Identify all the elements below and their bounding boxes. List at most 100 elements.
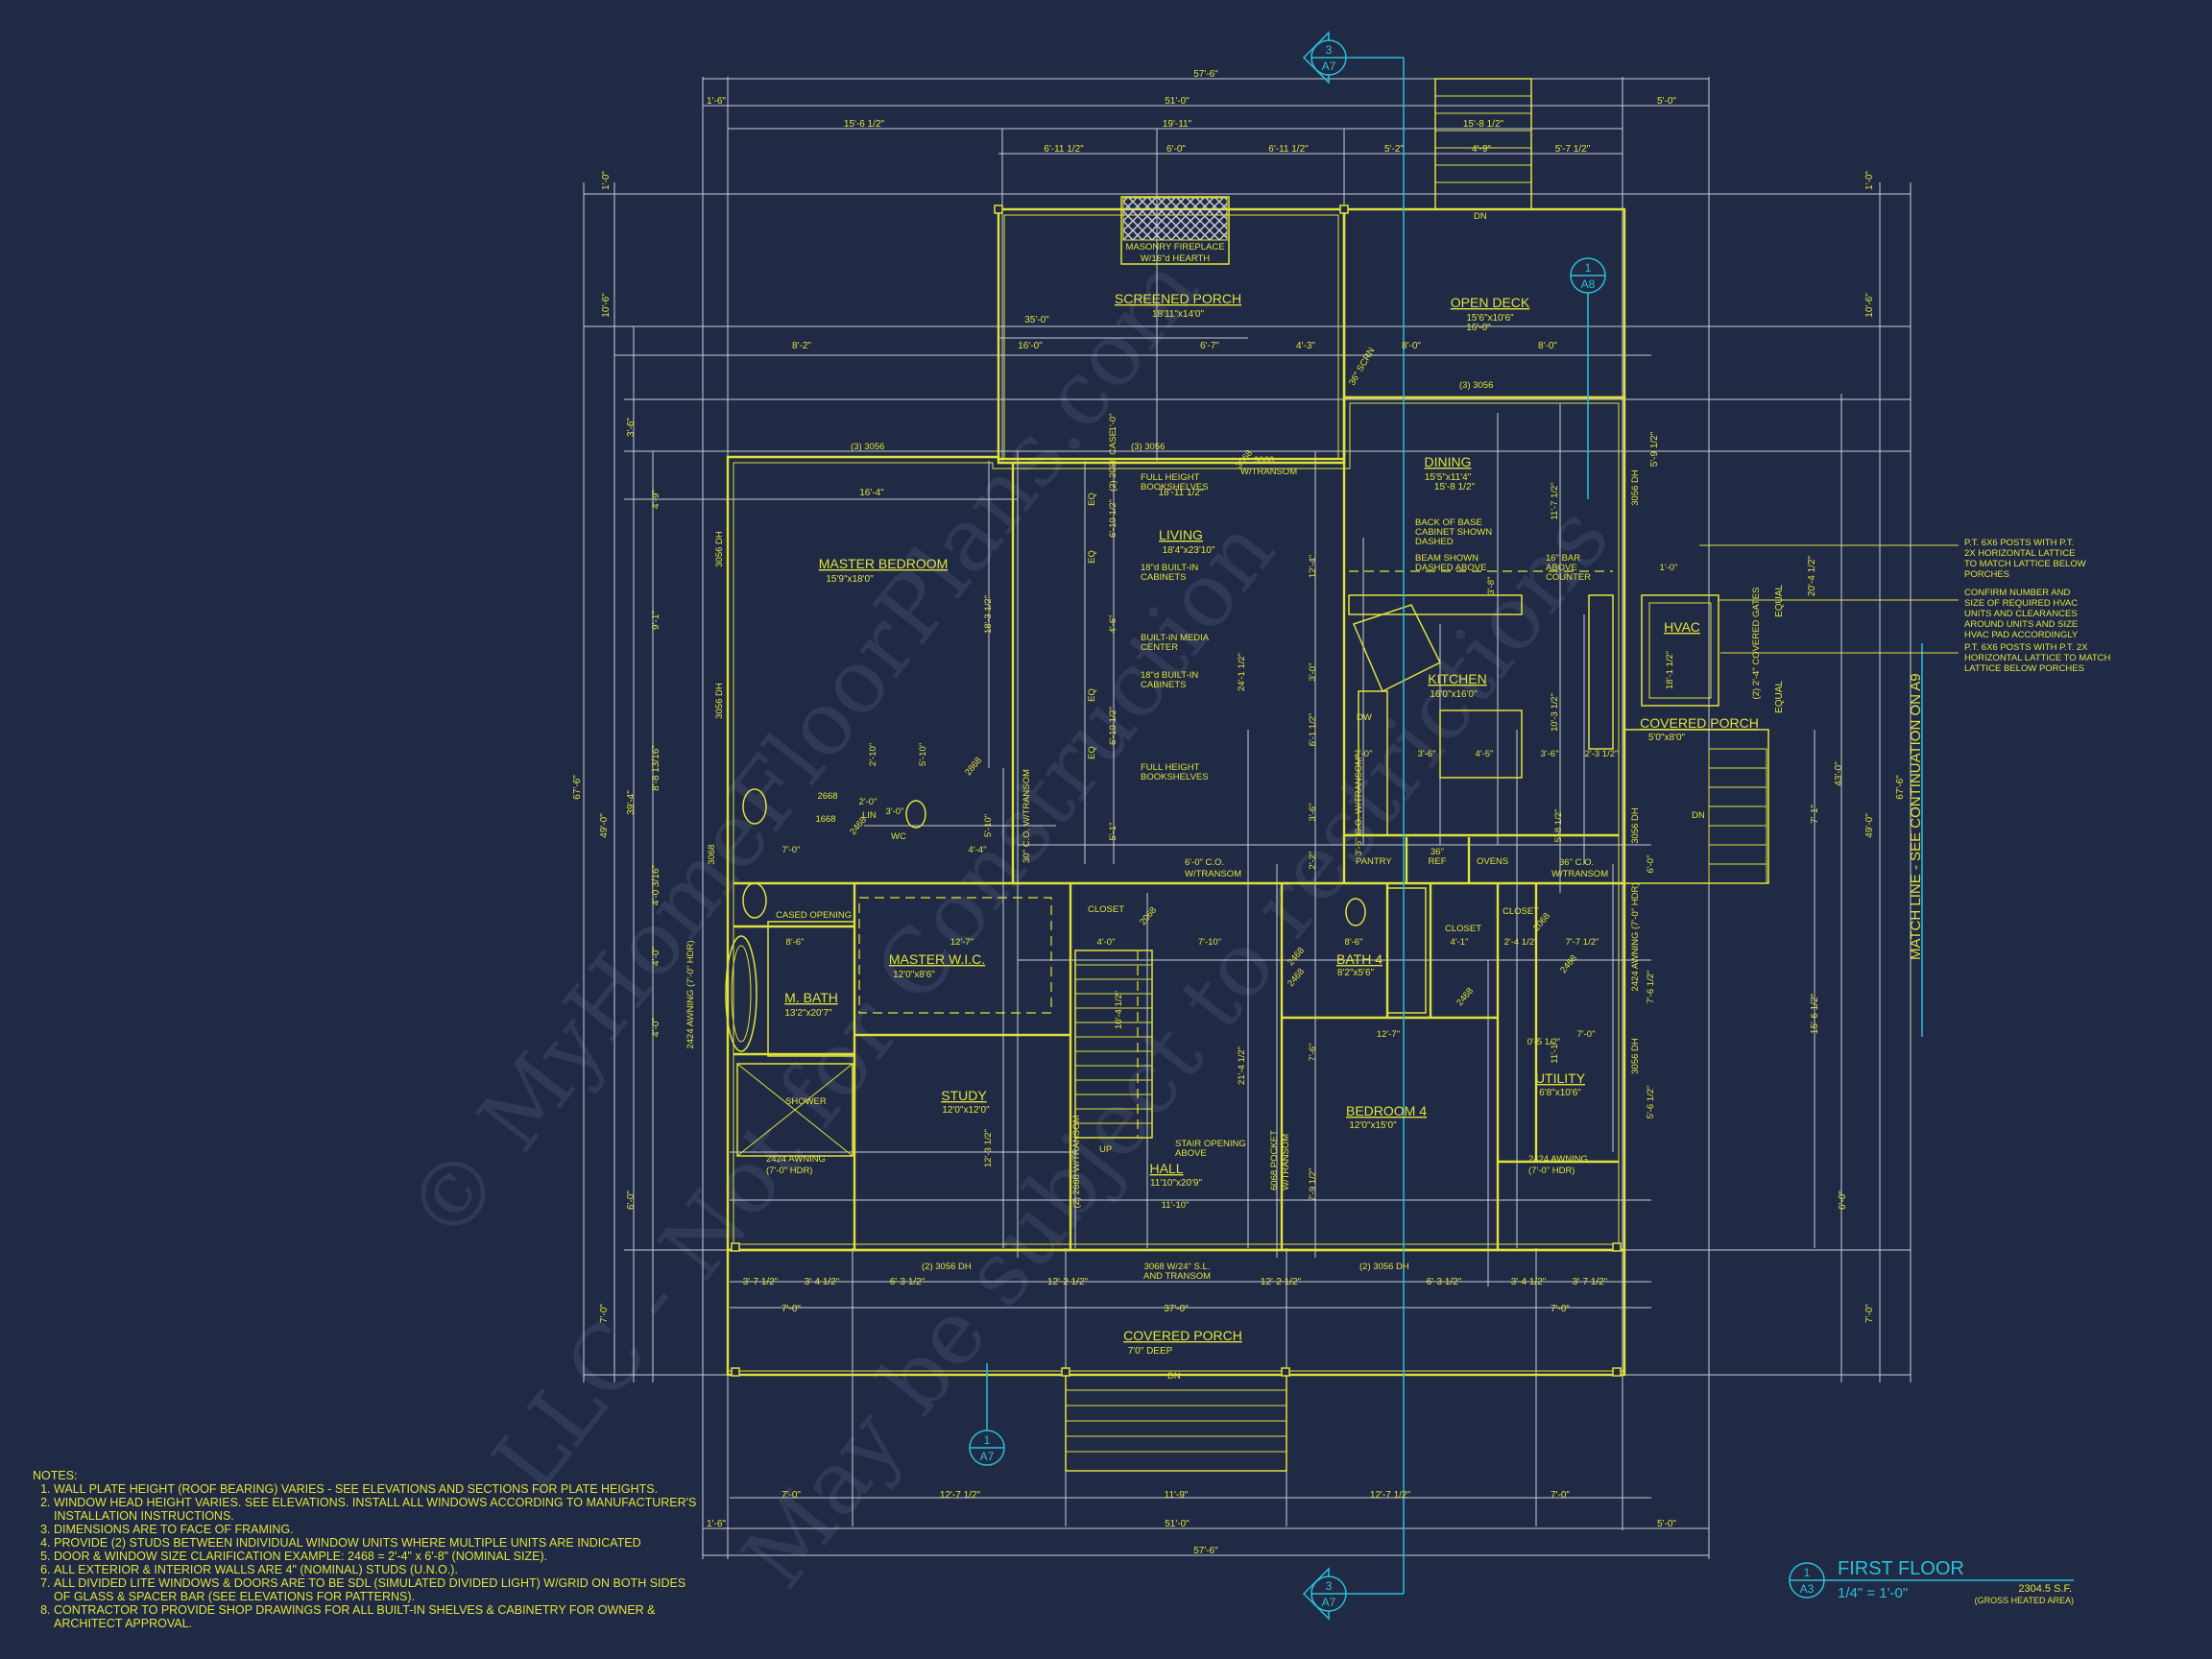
dim-top-3: 5'-0": [1657, 96, 1676, 107]
label-awning-right: 2424 AWNING: [1528, 1154, 1588, 1165]
dim-right-6: 49'-0": [1864, 813, 1875, 838]
label-front-door-b: AND TRANSOM: [1143, 1271, 1211, 1282]
title-block: 1 A3 FIRST FLOOR 1/4" = 1'-0" 2304.5 S.F…: [1789, 1558, 2074, 1605]
match-line-label: MATCH LINE - SEE CONTINUATION ON A9: [1908, 673, 1924, 960]
label-closet-b: CLOSET: [1445, 924, 1481, 934]
dim-bottom-0: 3'-7 1/2": [743, 1277, 779, 1287]
dim-int-39: EQ: [1087, 746, 1097, 759]
label-ovens: OVENS: [1477, 856, 1508, 867]
label-base-cab-c: DASHED: [1415, 537, 1454, 547]
dim-right-8: 6'-0": [1838, 1190, 1848, 1210]
dim-top-11: 4'-9": [1472, 144, 1491, 155]
label-builtin-2b: CABINETS: [1141, 680, 1187, 690]
label-pantry: PANTRY: [1356, 856, 1392, 867]
dim-int-24: 6'-1 1/2": [1308, 713, 1318, 747]
side-note-1-line-2: 2X HORIZONTAL LATTICE: [1964, 548, 2075, 559]
label-window-3056-top: (3) 3056: [851, 442, 884, 452]
general-note: CONTRACTOR TO PROVIDE SHOP DRAWINGS FOR …: [54, 1603, 705, 1630]
dim-bottom-19: 57'-6": [1193, 1546, 1218, 1556]
title-block-title: FIRST FLOOR: [1838, 1558, 1964, 1579]
dim-top-7: 6'-11 1/2": [1044, 144, 1084, 155]
dim-int-11: 8'-6": [1345, 937, 1363, 948]
label-closet-c: CLOSET: [1503, 906, 1539, 917]
dim-int-16: 11'-10": [1162, 1200, 1190, 1211]
side-note-2-line-3: UNITS AND CLEARANCES: [1964, 609, 2078, 619]
dim-left-7: 39'-4": [626, 790, 637, 815]
dimension-text-top: 57'-6" 1'-6" 51'-0" 5'-0" 15'-6 1/2" 19'…: [707, 69, 1676, 498]
label-awning-right-b: (7'-0" HDR): [1528, 1166, 1575, 1176]
side-note-2-line-1: CONFIRM NUMBER AND: [1964, 588, 2070, 598]
room-hall: HALL: [1149, 1161, 1183, 1176]
dimension-text-left: 1'-0" 10'-6" 3'-6" 4'-9" 9'-1" 67'-6" 49…: [572, 171, 661, 1323]
dim-int-14: 12'-3 1/2": [983, 1129, 994, 1167]
label-stair-opening: STAIR OPENING: [1175, 1139, 1246, 1149]
section-marker-a8-sheet: A8: [1581, 277, 1596, 291]
label-dw: DW: [1357, 712, 1372, 723]
dim-int-34: 5'-8 1/2": [1553, 809, 1564, 843]
dim-bottom-7: 3'-7 1/2": [1573, 1277, 1608, 1287]
dim-int-72: 3068: [707, 844, 717, 864]
general-notes-title: NOTES:: [33, 1469, 78, 1482]
dim-int-20: 7'-7 1/2": [1566, 937, 1599, 948]
label-bookshelves-2: FULL HEIGHT: [1141, 762, 1200, 773]
label-shower: SHOWER: [785, 1096, 827, 1107]
label-wc: WC: [891, 831, 906, 842]
walls: [725, 78, 1769, 1472]
dim-right-1: 10'-6": [1864, 293, 1875, 318]
side-note-3-line-1: P.T. 6X6 POSTS WITH P.T. 2X: [1964, 642, 2088, 653]
dim-int-5: 6'-10 1/2": [1108, 707, 1118, 745]
dimension-text-right: 1'-0" 10'-6" 5'-9 1/2" 20'-4 1/2" 67'-6"…: [1649, 171, 1906, 1323]
dim-right-9: 7'-0": [1864, 1304, 1875, 1323]
room-master-bedroom-size: 15'9"x18'0": [826, 574, 874, 585]
label-bar-b: ABOVE: [1546, 563, 1577, 573]
label-stair-opening-b: ABOVE: [1175, 1148, 1207, 1159]
dim-right-0: 1'-0": [1864, 171, 1875, 190]
dim-int-26: 11'-7 1/2": [1550, 482, 1560, 519]
label-awning-left: 2424 AWNING: [766, 1154, 826, 1165]
dim-int-1: 24'-1 1/2": [1237, 653, 1247, 691]
label-builtin-2: 18"d BUILT-IN: [1141, 670, 1198, 681]
dim-top-10: 5'-2": [1384, 144, 1404, 155]
section-marker-bottom-sheet: A7: [1322, 1596, 1336, 1609]
room-bath4-size: 8'2"x5'6": [1337, 968, 1375, 978]
section-marker-top-num: 3: [1326, 43, 1333, 57]
section-marker-a8-num: 1: [1585, 261, 1592, 275]
dim-top-8: 6'-0": [1166, 144, 1186, 155]
dim-int-37: EQ: [1087, 550, 1097, 564]
dim-left-11: 4'-0": [651, 1018, 661, 1037]
room-open-deck-size: 15'6"x10'6": [1466, 313, 1514, 324]
dim-top-18: 8'-0": [1402, 341, 1421, 351]
label-co-transom: 6'-0" C.O.: [1185, 857, 1224, 868]
label-window-3056-dining: (3) 3056: [1459, 380, 1493, 391]
section-marker-bottom-num: 3: [1326, 1579, 1333, 1593]
dim-bottom-11: 7'-0": [781, 1490, 801, 1501]
dim-int-42: 7'-0": [782, 845, 801, 855]
dim-int-38: EQ: [1087, 688, 1097, 702]
dim-left-4: 9'-1": [651, 611, 661, 630]
dim-int-9: 4'-0": [1097, 937, 1116, 948]
section-marker-front-sheet: A7: [980, 1450, 995, 1463]
dimension-text-interior: 12'-4" 24'-1 1/2" 18'-3 1/2" 6'-10 1/2" …: [685, 414, 1762, 1211]
room-living: LIVING: [1159, 527, 1203, 542]
dim-right-3: 20'-4 1/2": [1807, 555, 1817, 596]
label-ref-b: REF: [1429, 856, 1447, 867]
dim-top-5: 19'-11": [1163, 119, 1192, 130]
label-bar: 16" BAR: [1546, 553, 1580, 564]
dim-int-6: 5'-1": [1108, 823, 1118, 841]
dim-int-23: 11'-1": [1550, 1041, 1560, 1064]
room-kitchen-size: 16'0"x16'0": [1430, 689, 1478, 700]
dim-bottom-14: 12'-7 1/2": [1370, 1490, 1411, 1501]
dim-int-76: 1'-0": [1108, 414, 1118, 432]
room-hvac: HVAC: [1664, 619, 1700, 635]
label-door-3068-top-b: W/TRANSOM: [1240, 467, 1297, 477]
dim-int-12: 12'-7": [1377, 1029, 1400, 1040]
dim-bottom-8: 7'-0": [781, 1304, 801, 1314]
dim-right-7: 15'-6 1/2": [1810, 993, 1820, 1034]
label-cased-opening: CASED OPENING: [776, 910, 852, 921]
dim-bottom-10: 7'-0": [1551, 1304, 1570, 1314]
dim-right-5: 43'-0": [1834, 761, 1844, 786]
general-note: WALL PLATE HEIGHT (ROOF BEARING) VARIES …: [54, 1482, 705, 1496]
room-covered-porch-side-size: 5'0"x8'0": [1648, 733, 1686, 743]
room-dining: DINING: [1425, 454, 1472, 469]
dim-int-13: 21'-4 1/2": [1237, 1046, 1247, 1085]
